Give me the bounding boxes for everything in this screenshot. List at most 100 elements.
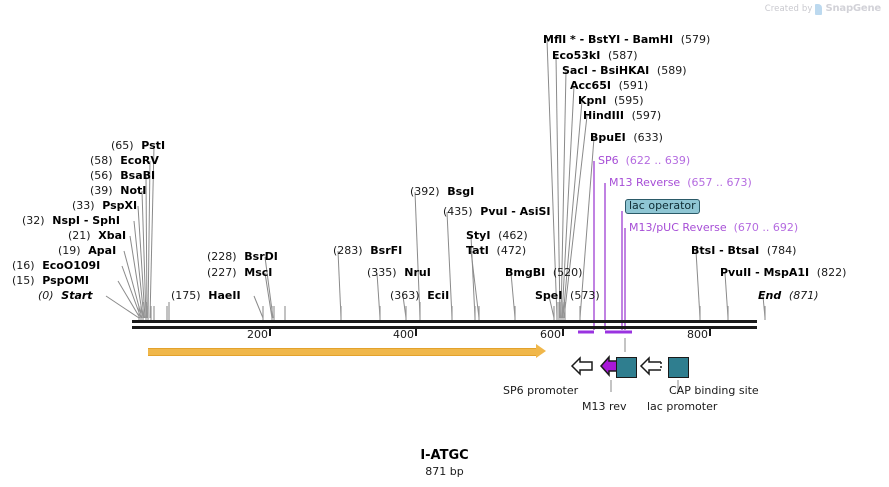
enzyme-position-notI: (39) <box>90 184 113 197</box>
enzyme-name-bsgI: BsgI <box>447 185 475 198</box>
enzyme-label-pvuI-asiSI[interactable]: (435) PvuI - AsiSI <box>443 206 551 218</box>
enzyme-label-ecoO109I[interactable]: (16) EcoO109I <box>12 260 100 272</box>
enzyme-label-xbaI[interactable]: (21) XbaI <box>68 230 126 242</box>
ruler-tickmark-400 <box>415 326 417 336</box>
enzyme-name-styI: StyI <box>466 229 491 242</box>
feature-label-sp6[interactable]: SP6 (622 .. 639) <box>598 155 690 167</box>
enzyme-position-nruI: (335) <box>367 266 397 279</box>
enzyme-label-bsrDI[interactable]: (228) BsrDI <box>207 251 278 263</box>
enzyme-name-mscI: MscI <box>244 266 273 279</box>
enzyme-name-nruI: NruI <box>404 266 431 279</box>
enzyme-name-xbaI: XbaI <box>98 229 127 242</box>
lac-operator-box-icon[interactable] <box>616 357 637 378</box>
feature-label-m13rev[interactable]: M13 Reverse (657 .. 673) <box>609 177 752 189</box>
enzyme-label-bsaBI[interactable]: (56) BsaBI <box>90 170 155 182</box>
enzyme-label-hindIII[interactable]: HindIII (597) <box>583 110 661 122</box>
enzyme-label-nruI[interactable]: (335) NruI <box>367 267 431 279</box>
enzyme-label-eco53kI[interactable]: Eco53kI (587) <box>552 50 638 62</box>
enzyme-position-pspXI: (33) <box>72 199 95 212</box>
enzyme-position-pstI: (65) <box>111 139 134 152</box>
ruler-line-bottom <box>132 326 757 329</box>
caption-m13-rev: M13 rev <box>582 400 627 413</box>
enzyme-name-apaI: ApaI <box>88 244 117 257</box>
watermark-prefix: Created by <box>764 3 813 14</box>
enzyme-position-bmgBI: (520) <box>552 266 583 279</box>
enzyme-name-pspOMI: PspOMI <box>42 274 89 287</box>
feature-name-sp6: SP6 <box>598 154 619 167</box>
snapgene-watermark: Created by SnapGene <box>764 3 881 15</box>
enzyme-label-haeII[interactable]: (175) HaeII <box>171 290 241 302</box>
cap-binding-site-box-icon[interactable] <box>668 357 689 378</box>
enzyme-label-bsgI[interactable]: (392) BsgI <box>410 186 474 198</box>
enzyme-position-hindIII: (597) <box>631 109 662 122</box>
enzyme-name-hindIII: HindIII <box>583 109 624 122</box>
enzyme-label-kpnI[interactable]: KpnI (595) <box>578 95 644 107</box>
enzyme-label-pspOMI[interactable]: (15) PspOMI <box>12 275 89 287</box>
enzyme-name-bsrDI: BsrDI <box>244 250 278 263</box>
enzyme-name-start: Start <box>61 289 93 302</box>
caption-sp6-promoter: SP6 promoter <box>503 384 579 397</box>
ruler-tick-200: 200 <box>247 328 268 341</box>
enzyme-label-btsI-btsaI[interactable]: BtsI - BtsaI (784) <box>691 245 796 257</box>
enzyme-position-bsrFI: (283) <box>333 244 363 257</box>
ruler-tick-800: 800 <box>687 328 708 341</box>
enzyme-name-bsaBI: BsaBI <box>120 169 156 182</box>
enzyme-label-eciI[interactable]: (363) EciI <box>390 290 449 302</box>
enzyme-label-mscI[interactable]: (227) MscI <box>207 267 272 279</box>
ruler-tickmark-200 <box>269 326 271 336</box>
enzyme-label-bsrFI[interactable]: (283) BsrFI <box>333 245 402 257</box>
enzyme-position-apaI: (19) <box>58 244 81 257</box>
enzyme-name-end: End <box>758 289 782 302</box>
enzyme-position-speI: (573) <box>570 289 600 302</box>
enzyme-label-acc65I[interactable]: Acc65I (591) <box>570 80 648 92</box>
enzyme-position-pvuI-asiSI: (435) <box>443 205 473 218</box>
enzyme-name-pstI: PstI <box>141 139 166 152</box>
enzyme-label-pspXI[interactable]: (33) PspXI <box>72 200 137 212</box>
sequence-length: 871 bp <box>425 465 464 478</box>
lac-promoter-arrow-icon[interactable] <box>639 354 663 378</box>
enzyme-label-pvuII-mspA1I[interactable]: PvuII - MspA1I (822) <box>720 267 846 279</box>
lac-operator-badge[interactable]: lac operator <box>625 199 700 214</box>
enzyme-label-tatI[interactable]: TatI (472) <box>466 245 526 257</box>
enzyme-name-ecoO109I: EcoO109I <box>42 259 101 272</box>
ruler-line-top <box>132 320 757 323</box>
enzyme-label-start[interactable]: (0) Start <box>38 290 93 302</box>
sp6-promoter-arrow-icon[interactable] <box>570 354 594 378</box>
page-title: I-ATGC <box>420 448 469 463</box>
enzyme-label-notI[interactable]: (39) NotI <box>90 185 146 197</box>
enzyme-name-pvuI-asiSI: PvuI - AsiSI <box>480 205 551 218</box>
enzyme-position-ecoO109I: (16) <box>12 259 35 272</box>
enzyme-position-tatI: (472) <box>496 244 527 257</box>
ruler-tickmark-800 <box>709 326 711 336</box>
watermark-brand: SnapGene <box>825 3 881 14</box>
enzyme-position-haeII: (175) <box>171 289 201 302</box>
enzyme-name-bsrFI: BsrFI <box>370 244 403 257</box>
enzyme-label-apaI[interactable]: (19) ApaI <box>58 245 116 257</box>
enzyme-label-mflI-bstYI-bamHI[interactable]: MflI * - BstYI - BamHI (579) <box>543 34 710 46</box>
ruler-tick-600: 600 <box>540 328 561 341</box>
enzyme-label-bmgBI[interactable]: BmgBI (520) <box>505 267 582 279</box>
enzyme-position-mscI: (227) <box>207 266 237 279</box>
enzyme-label-pstI[interactable]: (65) PstI <box>111 140 165 152</box>
enzyme-position-nspI-sphI: (32) <box>22 214 45 227</box>
orf-arrow[interactable] <box>148 344 548 358</box>
enzyme-label-nspI-sphI[interactable]: (32) NspI - SphI <box>22 215 120 227</box>
enzyme-label-styI[interactable]: StyI (462) <box>466 230 528 242</box>
enzyme-label-speI[interactable]: SpeI (573) <box>535 290 600 302</box>
feature-label-m13puc[interactable]: M13/pUC Reverse (670 .. 692) <box>629 222 798 234</box>
enzyme-position-btsI-btsaI: (784) <box>766 244 797 257</box>
enzyme-label-bpuEI[interactable]: BpuEI (633) <box>590 132 663 144</box>
enzyme-name-speI: SpeI <box>535 289 563 302</box>
enzyme-name-kpnI: KpnI <box>578 94 607 107</box>
enzyme-label-sacI-bsiHKAI[interactable]: SacI - BsiHKAI (589) <box>562 65 687 77</box>
enzyme-label-end[interactable]: End (871) <box>758 290 819 302</box>
enzyme-position-kpnI: (595) <box>614 94 644 107</box>
enzyme-name-sacI-bsiHKAI: SacI - BsiHKAI <box>562 64 650 77</box>
feature-name-m13rev: M13 Reverse <box>609 176 681 189</box>
enzyme-position-xbaI: (21) <box>68 229 91 242</box>
enzyme-label-ecoRV[interactable]: (58) EcoRV <box>90 155 159 167</box>
enzyme-name-haeII: HaeII <box>208 289 241 302</box>
enzyme-name-bmgBI: BmgBI <box>505 266 546 279</box>
